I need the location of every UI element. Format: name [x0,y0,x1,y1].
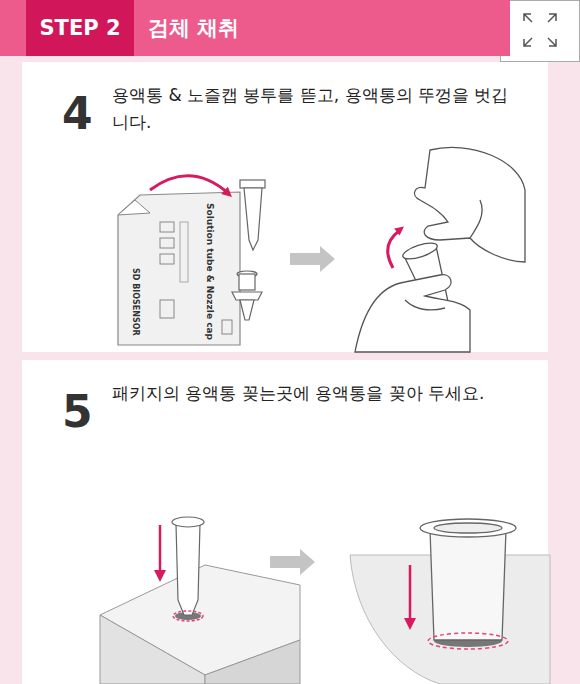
step-number: 5 [62,390,112,434]
instruction-text: 패키지의 용액통 꽂는곳에 용액통을 꽂아 두세요. [112,380,512,407]
hands [355,147,525,352]
insert-arrow [404,565,416,630]
solution-tube [240,180,265,250]
step-badge: STEP 2 [26,0,134,56]
small-tube [172,517,204,615]
nozzle-cap [232,271,262,320]
step-panel: 5패키지의 용액통 꽂는곳에 용액통을 꽂아 두세요. [22,360,548,684]
twist-arrow [388,227,404,269]
tear-arrow [150,176,232,197]
big-tube [420,519,516,647]
package-print: Solution tube & Nozzle cap [204,203,214,340]
insert-arrow [154,525,166,582]
header-band: 검체 채취STEP 2 [0,0,510,56]
step-arrow [270,549,315,575]
step-panel: 4용액통 & 노즐캡 봉투를 뜯고, 용액통의 뚜껑을 벗깁니다. [22,62,548,352]
step-arrow [290,246,335,272]
package-print: SD BIOSENSOR [130,268,139,336]
hole-mark [428,633,508,649]
package-block [100,565,300,684]
step-label: STEP 2 [39,0,120,56]
expand-icon [501,1,580,62]
instruction-text: 용액통 & 노즐캡 봉투를 뜯고, 용액통의 뚜껑을 벗깁니다. [112,82,512,136]
pouch [118,192,240,345]
hole-mark [173,611,203,621]
step-number: 4 [62,92,112,136]
